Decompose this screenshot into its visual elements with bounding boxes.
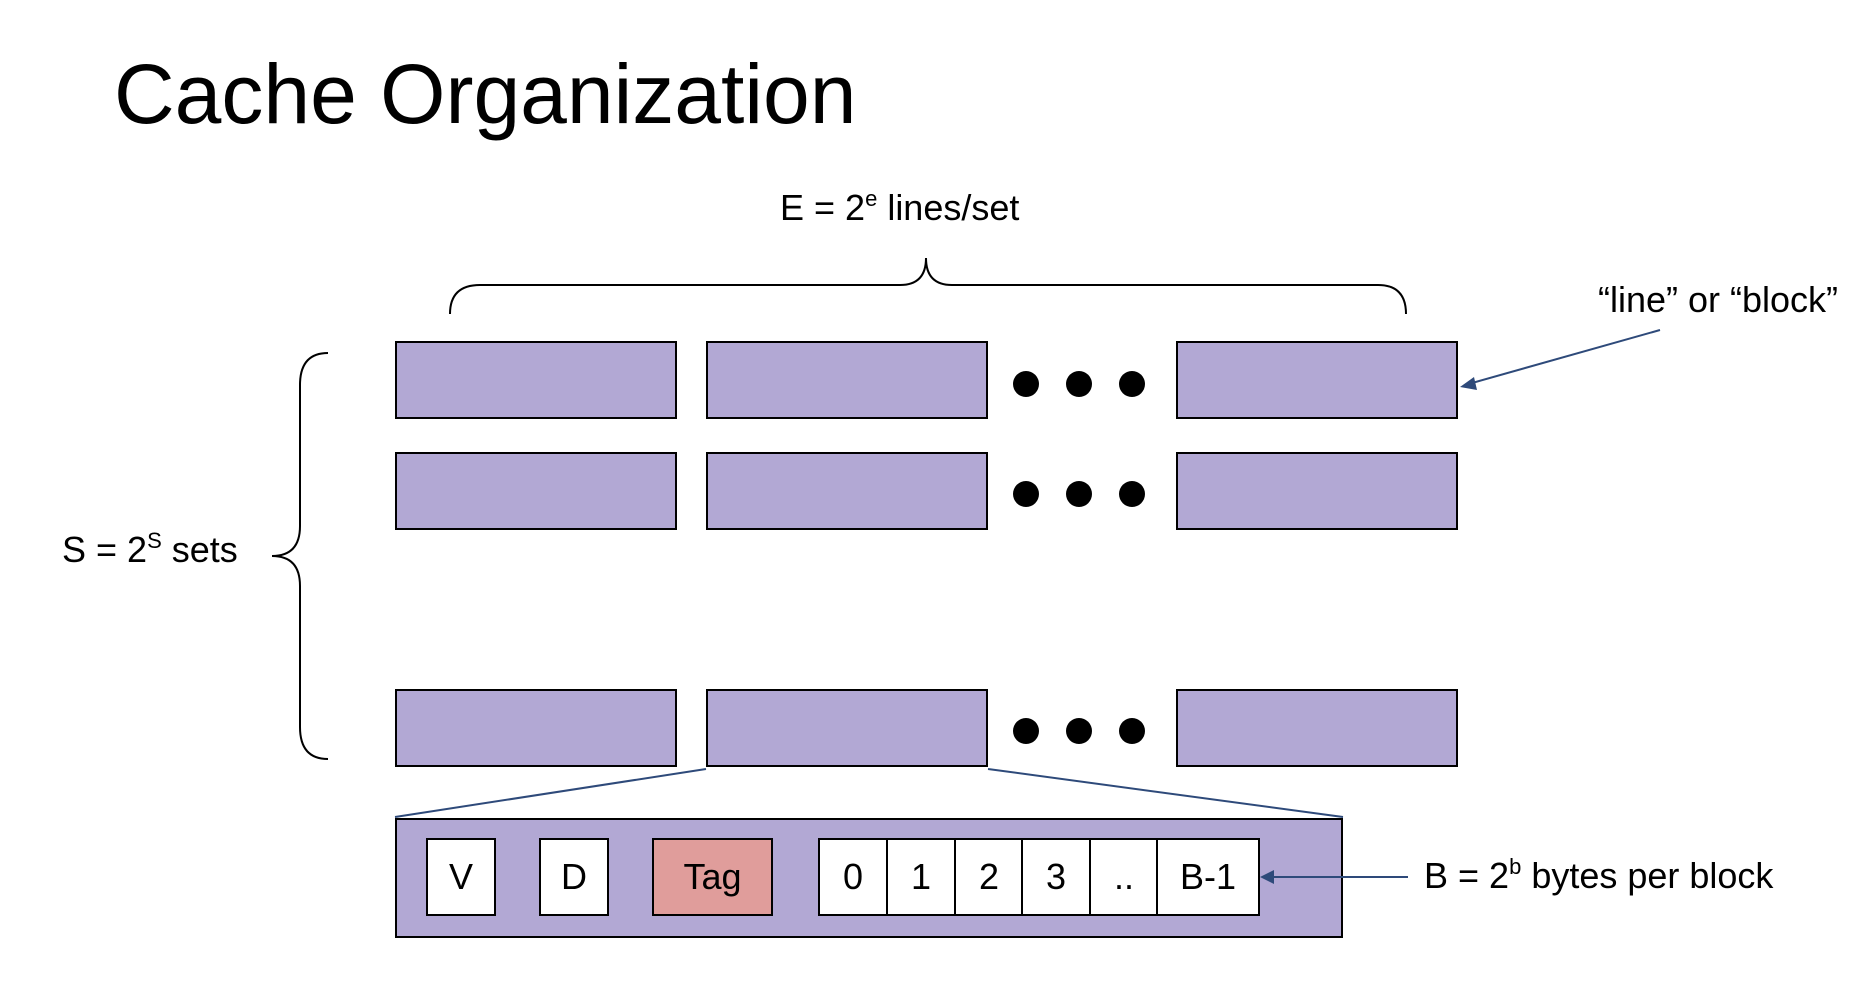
lines-per-set-main: E = 2 — [780, 187, 866, 228]
sets-main: S = 2 — [62, 529, 148, 570]
dirty-bit-cell: D — [539, 838, 609, 916]
line-or-block-label: “line” or “block” — [1598, 279, 1839, 320]
lines-per-set-rest: lines/set — [877, 187, 1020, 228]
ellipsis-dots — [1013, 361, 1153, 401]
lines-per-set-exponent: e — [865, 186, 878, 211]
bytes-per-block-label: B = 2b bytes per block — [1424, 856, 1773, 896]
valid-bit-cell: V — [426, 838, 496, 916]
page-title: Cache Organization — [114, 47, 857, 141]
bytes-arrowhead — [1260, 870, 1274, 884]
line-or-block-arrow — [1471, 329, 1661, 384]
cache-line-block — [395, 452, 677, 530]
ellipsis-dots — [1013, 708, 1153, 748]
sets-rest: sets — [161, 529, 238, 570]
cache-line-block — [706, 689, 988, 767]
zoom-line-right — [987, 768, 1344, 818]
bytes-per-block-main: B = 2 — [1424, 855, 1510, 896]
byte-cell: 2 — [954, 838, 1024, 916]
cache-line-block — [395, 341, 677, 419]
line-or-block-arrowhead — [1460, 377, 1477, 390]
cache-line-block — [706, 452, 988, 530]
bytes-per-block-rest: bytes per block — [1521, 855, 1774, 896]
cache-line-block — [395, 689, 677, 767]
zoom-line-left — [394, 768, 707, 818]
byte-cell: B-1 — [1156, 838, 1260, 916]
byte-cell: 0 — [818, 838, 888, 916]
bytes-per-block-exponent: b — [1509, 854, 1522, 879]
ellipsis-dots — [1013, 471, 1153, 511]
cache-line-block — [1176, 452, 1458, 530]
cache-line-block — [706, 341, 988, 419]
lines-per-set-brace — [449, 257, 1407, 315]
byte-cell: .. — [1089, 838, 1159, 916]
cache-line-block — [1176, 341, 1458, 419]
tag-cell: Tag — [652, 838, 773, 916]
byte-cell: 1 — [886, 838, 956, 916]
byte-cell: 3 — [1021, 838, 1091, 916]
cache-line-block — [1176, 689, 1458, 767]
lines-per-set-label: E = 2e lines/set — [780, 188, 1019, 228]
sets-exponent: S — [147, 528, 162, 553]
sets-label: S = 2S sets — [62, 530, 238, 570]
sets-brace — [271, 352, 329, 760]
